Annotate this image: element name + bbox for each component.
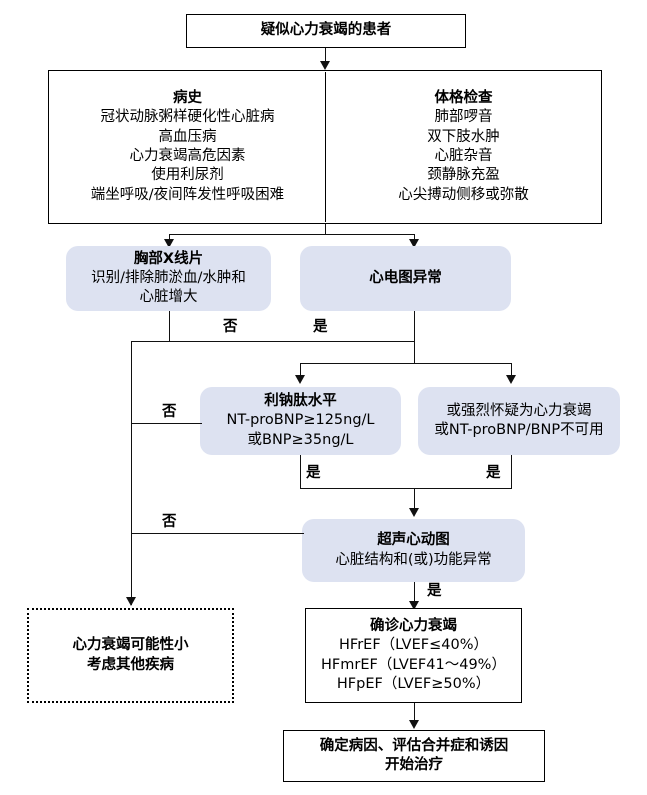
- history-item: 心力衰竭高危因素: [129, 148, 246, 164]
- assessment-exam-column: 体格检查 肺部啰音 双下肢水肿 心脏杂音 颈静脉充盈 心尖搏动侧移或弥散: [327, 72, 600, 222]
- xray-line: 心脏增大: [139, 289, 198, 306]
- connector-to-ecg: [414, 234, 415, 240]
- exam-item: 双下肢水肿: [427, 128, 500, 145]
- node-hf-unlikely: 心力衰竭可能性小 考虑其他疾病: [27, 608, 234, 703]
- suspicion-line: 或强烈怀疑为心力衰竭: [446, 402, 592, 419]
- connector-assessment-stem: [325, 224, 326, 234]
- history-heading: 病史: [173, 89, 202, 106]
- unlikely-line: 心力衰竭可能性小: [72, 637, 189, 654]
- edge-label-xray-no: 否: [220, 320, 241, 335]
- assessment-history-column: 病史 冠状动脉粥样硬化性心脏病 高血压病 心力衰竭高危因素 使用利尿剂 端坐呼吸…: [52, 72, 323, 222]
- node-chest-xray: 胸部X线片 识别/排除肺淤血/水肿和 心脏增大: [66, 246, 271, 311]
- connector-bnp-yes-stem: [300, 455, 301, 488]
- node-abnormal-ecg: 心电图异常: [300, 246, 511, 311]
- natriuretic-line: 或BNP≥35ng/L: [247, 431, 354, 448]
- echo-line: 心脏结构和(或)功能异常: [335, 551, 492, 568]
- exam-item: 肺部啰音: [434, 109, 493, 126]
- connector-split-stem: [414, 341, 415, 363]
- node-hf-diagnosis: 确诊心力衰竭 HFrEF（LVEF≤40%） HFmrEF（LVEF41～49%…: [305, 608, 522, 703]
- diagnosis-line: HFmrEF（LVEF41～49%）: [321, 656, 506, 673]
- node-natriuretic-peptide: 利钠肽水平 NT-proBNP≥125ng/L 或BNP≥35ng/L: [200, 387, 401, 455]
- history-item: 高血压病: [158, 128, 217, 145]
- xray-heading: 胸部X线片: [133, 250, 204, 267]
- diagnosis-line: HFpEF（LVEF≥50%）: [336, 675, 491, 692]
- connector-to-bnp: [300, 363, 301, 376]
- history-item: 端坐呼吸/夜间阵发性呼吸困难: [90, 186, 285, 203]
- natriuretic-heading: 利钠肽水平: [264, 393, 337, 410]
- arrowhead-to-suspicion: [506, 375, 516, 384]
- connector-echo-no: [131, 533, 304, 534]
- exam-heading: 体格检查: [434, 89, 493, 106]
- exam-item: 心脏杂音: [434, 148, 493, 164]
- connector-suspicion-yes-stem: [511, 455, 512, 488]
- edge-label-bnp-no: 否: [159, 405, 180, 420]
- edge-label-bnp-yes: 是: [303, 466, 324, 481]
- xray-line: 识别/排除肺淤血/水肿和: [91, 269, 246, 286]
- suspicion-line: 或NT-proBNP/BNP不可用: [434, 422, 604, 438]
- connector-to-suspicion: [511, 363, 512, 376]
- arrowhead-to-diagnosis: [409, 601, 419, 610]
- connector-ecg-yes-stem: [414, 311, 415, 341]
- echo-heading: 超声心动图: [377, 532, 450, 549]
- arrowhead-to-ecg: [409, 239, 419, 248]
- node-echocardiogram: 超声心动图 心脏结构和(或)功能异常: [302, 519, 525, 582]
- node-suspected-patient-label: 疑似心力衰竭的患者: [260, 22, 392, 39]
- exam-item: 颈静脉充盈: [427, 167, 500, 184]
- arrowhead-to-treatment: [409, 720, 419, 729]
- connector-merge-to-echo: [414, 488, 415, 509]
- history-item: 使用利尿剂: [151, 167, 224, 184]
- node-strong-suspicion: 或强烈怀疑为心力衰竭 或NT-proBNP/BNP不可用: [418, 387, 620, 455]
- node-suspected-patient: 疑似心力衰竭的患者: [186, 14, 466, 48]
- connector-echo-yes-stem: [414, 582, 415, 602]
- history-item: 冠状动脉粥样硬化性心脏病: [100, 109, 275, 126]
- arrowhead-to-bnp: [295, 375, 305, 384]
- connector-suspected-to-assessment: [325, 48, 326, 62]
- exam-item: 心尖搏动侧移或弥散: [398, 186, 529, 203]
- edge-label-suspicion-yes: 是: [483, 466, 504, 481]
- connector-split-bar: [300, 363, 512, 364]
- assessment-column-divider: [325, 72, 326, 222]
- unlikely-line: 考虑其他疾病: [87, 656, 174, 673]
- arrowhead-to-unlikely: [126, 597, 136, 606]
- connector-merge-bar: [300, 488, 512, 489]
- diagnosis-heading: 确诊心力衰竭: [370, 618, 457, 635]
- connector-diagnosis-to-treatment: [414, 703, 415, 721]
- natriuretic-line: NT-proBNP≥125ng/L: [226, 412, 375, 429]
- left-rail: [131, 341, 132, 605]
- edge-label-ecg-yes: 是: [310, 320, 331, 335]
- edge-label-echo-yes: 是: [424, 584, 445, 599]
- arrowhead-to-assessment: [320, 61, 330, 70]
- edge-label-echo-no: 否: [159, 515, 180, 530]
- arrowhead-to-echo: [409, 508, 419, 517]
- connector-xray-no-stem: [169, 311, 170, 341]
- node-treatment: 确定病因、评估合并症和诱因 开始治疗: [283, 730, 545, 782]
- diagnosis-line: HFrEF（LVEF≤40%）: [339, 637, 488, 654]
- connector-to-xray: [169, 234, 170, 240]
- connector-assessment-split: [169, 234, 414, 235]
- ecg-heading: 心电图异常: [369, 269, 442, 286]
- connector-ecg-yes-split: [131, 341, 415, 342]
- treatment-line: 开始治疗: [385, 757, 443, 773]
- treatment-line: 确定病因、评估合并症和诱因: [319, 737, 509, 754]
- arrowhead-to-xray: [164, 239, 174, 248]
- connector-bnp-no: [131, 423, 202, 424]
